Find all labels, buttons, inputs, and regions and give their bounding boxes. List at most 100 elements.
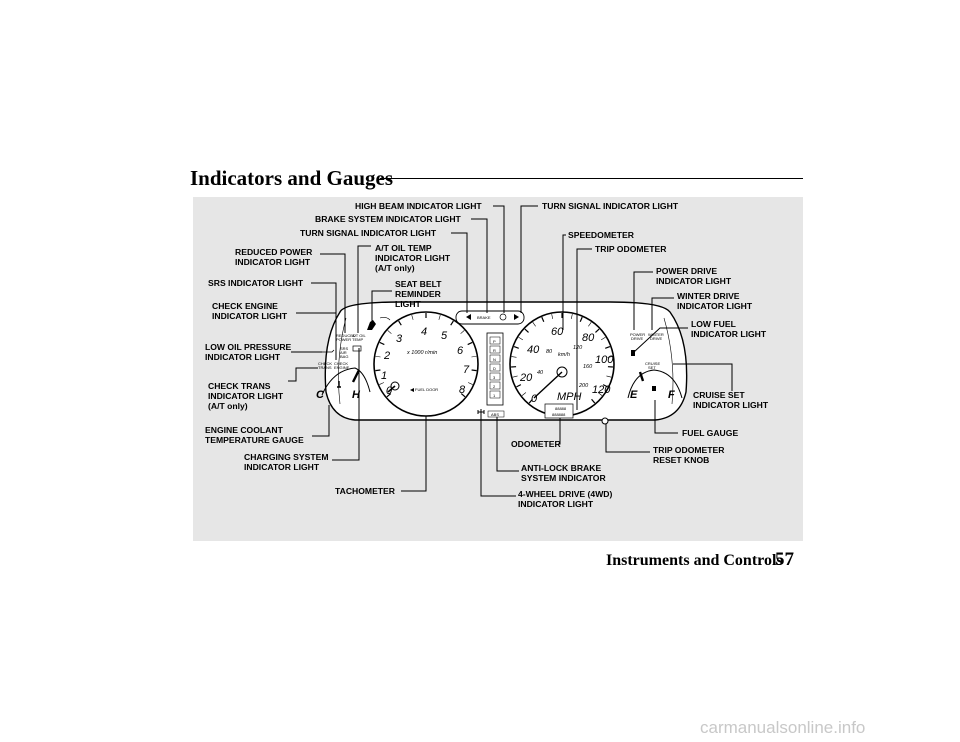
label-check-trans-1: CHECK TRANS [208, 381, 271, 391]
mph-unit: MPH [557, 391, 582, 403]
label-4wd-2: INDICATOR LIGHT [518, 499, 594, 509]
gear-box [489, 381, 501, 390]
temp-hot-label: H [352, 389, 361, 401]
tach-tick [398, 320, 402, 326]
speed-tick [511, 356, 517, 358]
leader-speedometer [562, 234, 566, 330]
warning-strip [455, 310, 525, 325]
leader-seat-belt [371, 290, 392, 321]
label-reduced-power-2: INDICATOR LIGHT [235, 257, 311, 267]
speed-mph-80: 80 [582, 332, 595, 344]
speed-tick [516, 384, 522, 388]
leader-cruise-set [673, 363, 733, 391]
speed-kmh-40: 40 [537, 370, 544, 376]
tach-number-6: 6 [457, 345, 464, 357]
tach-tick [379, 382, 385, 385]
speed-kmh-200: 200 [578, 383, 589, 389]
speed-ticks [511, 313, 613, 404]
speed-tick [518, 336, 524, 341]
label-seat-belt-2: REMINDER [395, 289, 442, 299]
gear-box [489, 363, 501, 372]
label-charging-2: INDICATOR LIGHT [244, 462, 320, 472]
abs-box [487, 410, 505, 418]
gear-r: R [493, 348, 496, 353]
label-check-trans-2: INDICATOR LIGHT [208, 391, 284, 401]
gear-box [489, 372, 501, 381]
odo-digits-1: 88888 [555, 406, 567, 411]
speed-kmh-120: 120 [573, 345, 583, 351]
lp-check-trans-2: TRANS [318, 365, 332, 370]
speed-tick [600, 336, 606, 341]
temp-gauge-arc [321, 367, 371, 396]
gear-1: 1 [493, 393, 496, 398]
speed-tick [528, 398, 533, 404]
title-rule [380, 178, 803, 179]
tach-tick [450, 320, 454, 326]
gear-2: 2 [493, 384, 496, 389]
odometer-display [544, 403, 574, 419]
tach-number-7: 7 [463, 364, 470, 376]
fuel-needle [638, 371, 645, 382]
fuel-door-label: FUEL DOOR [415, 387, 438, 392]
speed-tick [532, 322, 536, 327]
gear-d: D [493, 366, 496, 371]
label-reduced-power-1: REDUCED POWER [235, 247, 313, 257]
label-high-beam: HIGH BEAM INDICATOR LIGHT [355, 201, 482, 211]
label-low-fuel-2: INDICATOR LIGHT [691, 329, 767, 339]
tach-tick [411, 314, 414, 320]
leader-turn-right [520, 205, 538, 313]
fuel-door-arrow-icon [410, 388, 414, 392]
leader-lines [288, 205, 733, 497]
lp-check-engine-2: ENGINE [334, 365, 350, 370]
high-beam-icon [499, 313, 507, 321]
rp-cruise-set-1: CRUISE [645, 361, 660, 366]
speed-tick [588, 322, 592, 327]
4wd-icon [477, 409, 485, 415]
housing-inner-left [338, 317, 347, 405]
label-trip-odometer: TRIP ODOMETER [595, 244, 667, 254]
label-seat-belt-1: SEAT BELT [395, 279, 442, 289]
gear-box [489, 390, 501, 399]
lp-at-oil-temp-2: TEMP [352, 337, 363, 342]
label-srs: SRS INDICATOR LIGHT [208, 278, 304, 288]
label-cruise-set-1: CRUISE SET [693, 390, 745, 400]
gear-3: 3 [493, 375, 496, 380]
at-oil-temp-icon [352, 345, 362, 352]
speed-tick [579, 316, 583, 322]
label-odometer: ODOMETER [511, 439, 561, 449]
leader-tachometer [401, 416, 427, 492]
leader-check-trans [288, 367, 318, 382]
gear-box [489, 354, 501, 363]
turn-right-arrow-icon [514, 314, 519, 320]
tach-tick [460, 330, 465, 334]
label-coolant-2: TEMPERATURE GAUGE [205, 435, 304, 445]
rp-power-drive-1: POWER [630, 332, 645, 337]
label-brake-system: BRAKE SYSTEM INDICATOR LIGHT [315, 214, 462, 224]
lp-srs-3: BAG [340, 354, 348, 359]
speed-mph-20: 20 [519, 372, 533, 384]
gear-box [489, 336, 501, 345]
tach-unit: x 1000 r/min [406, 350, 437, 356]
lp-check-trans-1: CHECK [318, 361, 332, 366]
gear-n: N [493, 357, 496, 362]
housing-inner-right [663, 317, 674, 405]
leader-low-fuel [633, 327, 688, 353]
speed-tick [512, 375, 518, 378]
speed-tick [571, 313, 573, 320]
leader-trip-odometer [576, 248, 592, 410]
tach-number-3: 3 [396, 333, 403, 345]
right-indicator-panel: POWER DRIVE WINTER DRIVE CRUISE SET [630, 332, 664, 370]
label-charging-1: CHARGING SYSTEM [244, 452, 329, 462]
oil-can-icon [322, 349, 335, 353]
label-turn-signal-left: TURN SIGNAL INDICATOR LIGHT [300, 228, 437, 238]
lp-reduced-power-2: POWER [336, 337, 351, 342]
rp-winter-drive-1: WINTER [648, 332, 664, 337]
fuel-gauge-arc [627, 369, 683, 399]
speed-kmh-160: 160 [583, 364, 593, 370]
kmh-unit: km/h [558, 352, 570, 358]
thermometer-icon [337, 381, 341, 388]
leader-trip-reset [605, 424, 650, 453]
watermark: carmanualsonline.info [700, 718, 866, 737]
tach-needle [387, 385, 396, 393]
